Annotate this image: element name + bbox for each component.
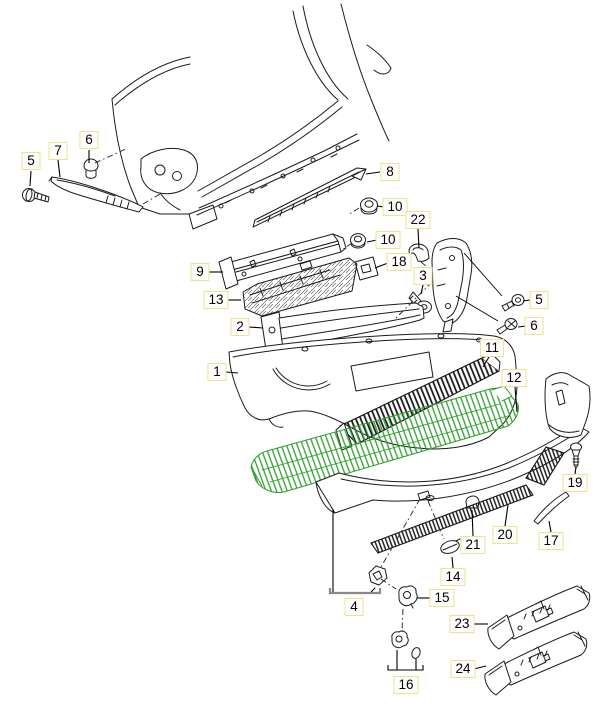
part-retaining-strip-8 — [253, 168, 366, 227]
callout-22[interactable]: 22 — [405, 211, 431, 229]
car-body-outline — [112, 4, 391, 229]
part-valance-end-cap-right — [545, 373, 590, 438]
part-sensor-holder-15 — [399, 586, 417, 608]
callout-10-upper[interactable]: 10 — [382, 198, 408, 216]
callout-15[interactable]: 15 — [429, 589, 455, 607]
callout-4[interactable]: 4 — [344, 598, 364, 616]
part-impact-absorber-23 — [488, 586, 590, 649]
callout-11[interactable]: 11 — [479, 339, 505, 357]
callout-14[interactable]: 14 — [440, 568, 466, 586]
callout-6-left[interactable]: 6 — [79, 131, 99, 149]
callout-16[interactable]: 16 — [393, 676, 419, 694]
part-screw-5-left — [23, 189, 50, 203]
part-clip-22 — [409, 244, 429, 261]
part-side-section-right — [432, 239, 472, 333]
part-bumper-reinforcement-2 — [261, 303, 424, 350]
callout-3[interactable]: 3 — [413, 267, 433, 285]
part-sill-strip-20 — [371, 485, 533, 553]
part-loading-sill-guard-12-highlighted[interactable] — [251, 386, 519, 493]
callout-5-left[interactable]: 5 — [21, 152, 41, 170]
part-nut-10-upper — [361, 198, 378, 214]
part-side-bracket-7 — [49, 177, 143, 212]
callout-2[interactable]: 2 — [230, 318, 250, 336]
callout-12[interactable]: 12 — [501, 369, 527, 387]
part-vent-grille — [526, 447, 564, 485]
part-pad-18 — [355, 257, 378, 280]
callout-6-right[interactable]: 6 — [524, 317, 544, 335]
callout-23[interactable]: 23 — [449, 615, 475, 633]
part-energy-absorber-13 — [243, 258, 357, 316]
part-trim-blade-17 — [534, 492, 569, 524]
callout-7[interactable]: 7 — [48, 142, 68, 160]
callout-13[interactable]: 13 — [203, 291, 229, 309]
callout-5-right[interactable]: 5 — [529, 291, 549, 309]
part-sensor-16 — [392, 631, 422, 660]
assembly-reference-lines — [94, 147, 445, 633]
callout-9[interactable]: 9 — [190, 263, 210, 281]
callout-8[interactable]: 8 — [380, 163, 400, 181]
callout-20[interactable]: 20 — [492, 526, 518, 544]
callout-21[interactable]: 21 — [460, 536, 486, 554]
callout-10-lower[interactable]: 10 — [375, 231, 401, 249]
callout-19[interactable]: 19 — [562, 474, 588, 492]
callout-24[interactable]: 24 — [450, 660, 476, 678]
part-mounting-beam-9 — [219, 234, 346, 289]
callout-leader-lines — [29, 150, 577, 671]
part-nut-6-left — [84, 159, 98, 178]
part-screw-19 — [571, 443, 582, 468]
part-screw-5-right — [502, 295, 524, 312]
callout-1[interactable]: 1 — [207, 363, 227, 381]
part-tow-eye-cap-14 — [439, 538, 461, 555]
callout-18[interactable]: 18 — [386, 253, 412, 271]
part-holder-clip — [369, 566, 387, 585]
callout-17[interactable]: 17 — [538, 532, 564, 550]
part-screw-6-right — [497, 319, 517, 335]
part-nut-10-lower — [351, 234, 366, 248]
